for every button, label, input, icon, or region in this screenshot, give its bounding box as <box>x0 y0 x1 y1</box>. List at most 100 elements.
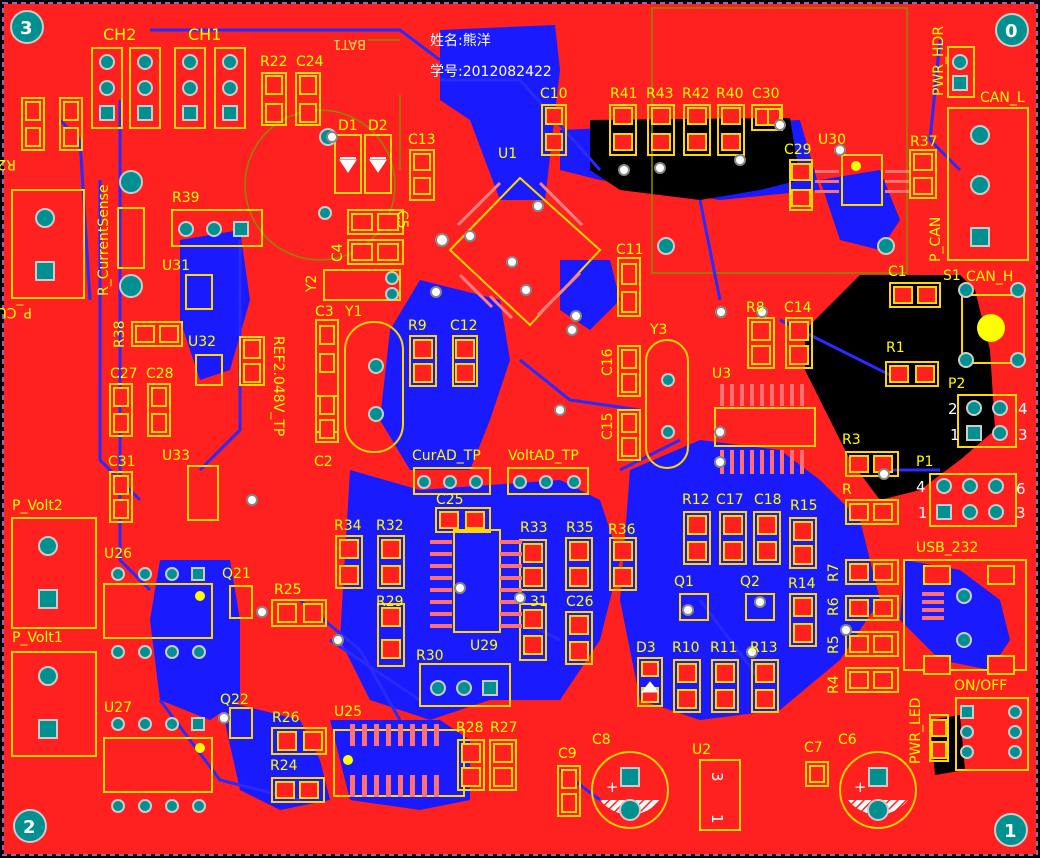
student-id-label: 学号:2012082422 <box>430 64 552 80</box>
r3-label: R3 <box>842 432 861 448</box>
p2-label: P2 <box>948 376 965 392</box>
d2-label: D2 <box>368 118 388 134</box>
r32-label: R32 <box>376 518 404 534</box>
r4-label: R4 <box>826 675 842 694</box>
r22-label: R22 <box>260 54 288 70</box>
r24-label: R24 <box>270 758 298 774</box>
r40-label: R40 <box>716 86 744 102</box>
c27-label: C27 <box>110 366 138 382</box>
r14-label: R14 <box>788 576 816 592</box>
r7-label: R7 <box>826 563 842 582</box>
u26-label: U26 <box>104 546 132 562</box>
p1-label: P1 <box>916 454 933 470</box>
u2-pin-1: 1 <box>708 814 726 824</box>
usb-232-label: USB_232 <box>916 540 978 556</box>
c15-label: C15 <box>600 412 616 440</box>
corner-0: 0 <box>1005 21 1018 42</box>
mounting-holes: 3 0 2 1 <box>10 10 1029 847</box>
u25-label: U25 <box>334 704 362 720</box>
r30-label: R30 <box>416 648 444 664</box>
r9-label: R9 <box>408 318 427 334</box>
c10-label: C10 <box>540 86 568 102</box>
p-can-label: P_CAN <box>928 217 944 262</box>
c2-label: C2 <box>314 454 333 470</box>
c5-label: C5 <box>394 210 410 229</box>
p2-pin-3: 3 <box>1018 426 1028 444</box>
c6-label: C6 <box>838 732 857 748</box>
u2-label: U2 <box>692 742 711 758</box>
c8-label: C8 <box>592 732 611 748</box>
u31-label: U31 <box>162 258 190 274</box>
d1-label: D1 <box>338 118 358 134</box>
pwr-led-label: PWR_LED <box>908 698 924 764</box>
pin1-markers <box>195 161 1005 765</box>
can-h-label: CAN_H <box>966 269 1013 285</box>
q2-label: Q2 <box>740 574 760 590</box>
p-volt1-label: P_Volt1 <box>12 630 63 646</box>
c14-label: C14 <box>784 300 812 316</box>
bat1-label: BAT1 <box>333 36 366 51</box>
u30-label: U30 <box>818 132 846 148</box>
c28-label: C28 <box>146 366 174 382</box>
y2-label: Y2 <box>304 275 320 293</box>
voltad-tp-label: VoltAD_TP <box>508 448 579 464</box>
p1-pin-3: 3 <box>1016 504 1026 522</box>
p2-pin-2: 2 <box>948 400 958 418</box>
c16-label: C16 <box>600 348 616 376</box>
vias <box>218 119 890 724</box>
u2-pin-3: 3 <box>708 772 726 782</box>
r37-label: R37 <box>910 134 938 150</box>
c30-label: C30 <box>752 86 780 102</box>
svg-text:+: + <box>606 778 619 796</box>
r2-label: R <box>842 482 852 498</box>
corner-3: 3 <box>20 18 33 39</box>
ch2-label: CH2 <box>103 25 136 44</box>
r15-label: R15 <box>790 498 818 514</box>
c31-label: C31 <box>108 454 136 470</box>
u27-label: U27 <box>104 700 132 716</box>
r34-label: R34 <box>334 518 362 534</box>
r38-label: R38 <box>112 320 128 348</box>
r26-label: R26 <box>272 710 300 726</box>
p2-pin-1: 1 <box>950 426 960 444</box>
p-cur-label: P_CUR <box>0 304 32 320</box>
u1-label: U1 <box>498 146 517 162</box>
r31-label: 31 <box>530 594 548 610</box>
r11-label: R11 <box>710 640 738 656</box>
ref-label: REF2.048V_TP <box>270 336 286 436</box>
r33-label: R33 <box>520 520 548 536</box>
author-label: 姓名:熊洋 <box>430 33 491 49</box>
r1-label: R1 <box>886 340 905 356</box>
ch1-label: CH1 <box>188 25 221 44</box>
c1-label: C1 <box>888 264 907 280</box>
r35-label: R35 <box>566 520 594 536</box>
corner-1: 1 <box>1004 821 1017 842</box>
r23-c23-label: R23 C23 <box>0 156 16 172</box>
c7-label: C7 <box>804 740 823 756</box>
through-hole-pads <box>35 54 1026 821</box>
polarized-cap-hatching: + + <box>600 778 908 815</box>
r41-label: R41 <box>610 86 638 102</box>
c4-label: C4 <box>330 243 346 262</box>
r29-label: R29 <box>376 594 404 610</box>
u3-label: U3 <box>712 366 731 382</box>
corner-2: 2 <box>23 817 36 838</box>
c9-label: C9 <box>558 746 577 762</box>
d3-label: D3 <box>636 640 656 656</box>
s1-label: S1 <box>943 268 961 284</box>
p2-pin-4: 4 <box>1018 400 1028 418</box>
r5-label: R5 <box>826 635 842 654</box>
curad-tp-label: CurAD_TP <box>412 448 481 464</box>
ic-pin-rows <box>350 170 944 797</box>
r28-label: R28 <box>456 720 484 736</box>
y3-label: Y3 <box>649 322 667 338</box>
u29-label: U29 <box>470 638 498 654</box>
y1-label: Y1 <box>344 304 362 320</box>
u1-qfp-pins <box>456 181 584 320</box>
u32-label: U32 <box>188 334 216 350</box>
c18-label: C18 <box>754 492 782 508</box>
pwr-hdr-label: PWR_HDR <box>931 26 947 96</box>
